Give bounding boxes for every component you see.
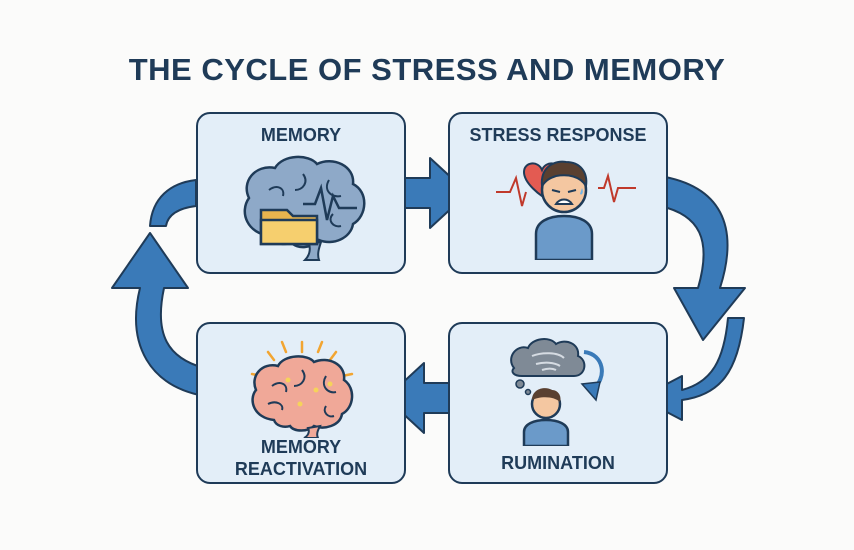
- stage-label-rumination: RUMINATION: [501, 453, 615, 473]
- stage-panel-memory: MEMORY: [196, 112, 406, 274]
- stage-label-stress-response: STRESS RESPONSE: [469, 125, 647, 145]
- stage-panel-memory-reactivation: MEMORY REACTIVATION: [196, 322, 406, 484]
- stage-label-memory-reactivation: MEMORY REACTIVATION: [234, 437, 368, 479]
- arrow-stress-to-rumination: [659, 175, 746, 341]
- diagram-title: THE CYCLE OF STRESS AND MEMORY: [128, 52, 726, 87]
- stage-panel-stress-response: STRESS RESPONSE: [448, 112, 668, 274]
- stage-label-memory: MEMORY: [260, 125, 342, 145]
- thought-storm-icon: [510, 338, 604, 446]
- stage-panel-rumination: RUMINATION: [448, 322, 668, 484]
- arrow-left-top-curl: [149, 179, 197, 227]
- arrow-reactivation-to-memory: [111, 232, 205, 397]
- glowing-brain-icon: [250, 340, 354, 438]
- brain-folder-icon: [243, 155, 366, 261]
- stressed-person-icon: [496, 160, 636, 260]
